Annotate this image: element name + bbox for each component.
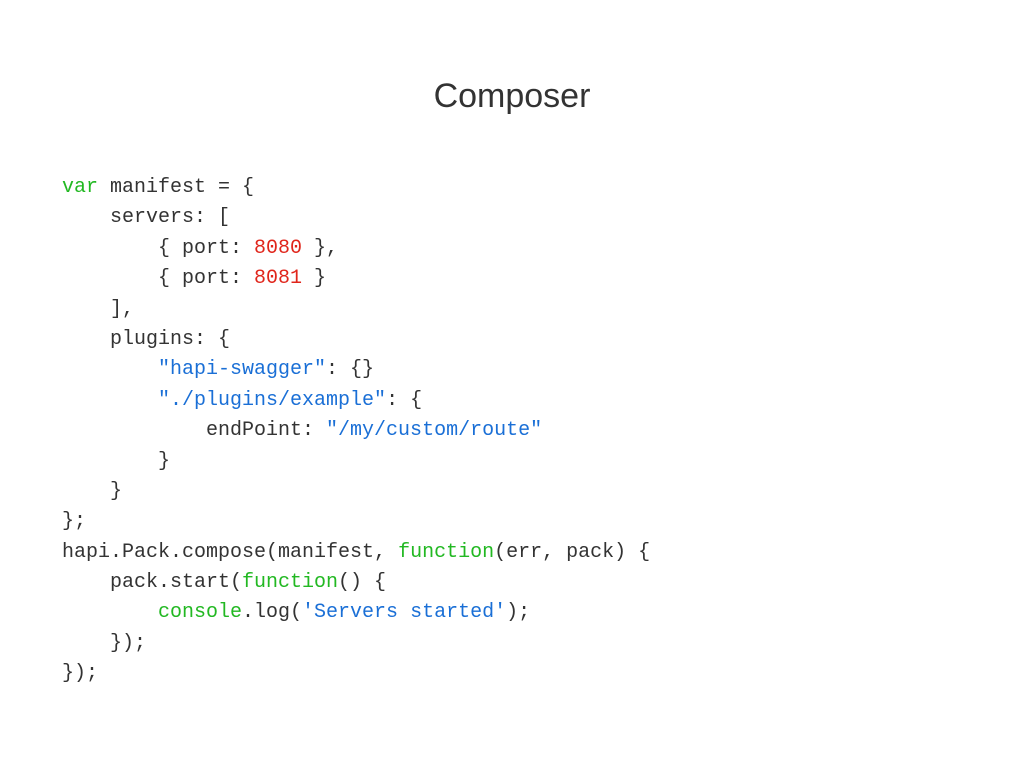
code-line: } bbox=[62, 477, 650, 507]
code-token-plain: }); bbox=[62, 662, 99, 686]
code-line: }); bbox=[62, 659, 650, 689]
code-token-string: "/my/custom/route" bbox=[326, 419, 543, 443]
code-token-plain: ], bbox=[62, 297, 135, 321]
code-token-number: 8081 bbox=[254, 267, 303, 291]
code-block: var manifest = { servers: [ { port: 8080… bbox=[62, 173, 650, 690]
code-token-keyword: console bbox=[158, 601, 243, 625]
code-token-plain: }); bbox=[62, 631, 147, 655]
code-line: endPoint: "/my/custom/route" bbox=[62, 416, 650, 446]
code-token-number: 8080 bbox=[254, 236, 303, 260]
code-token-string: 'Servers started' bbox=[302, 601, 507, 625]
code-token-plain: servers: [ bbox=[62, 206, 231, 230]
code-line: } bbox=[62, 447, 650, 477]
code-line: var manifest = { bbox=[62, 173, 650, 203]
code-token-plain: }; bbox=[62, 510, 87, 534]
code-token-plain: hapi.Pack.compose(manifest, bbox=[62, 540, 399, 564]
code-token-plain: }, bbox=[302, 236, 339, 260]
code-line: }); bbox=[62, 629, 650, 659]
slide-title: Composer bbox=[433, 77, 591, 115]
code-token-plain bbox=[62, 358, 158, 381]
code-line: { port: 8080 }, bbox=[62, 234, 650, 264]
code-line: hapi.Pack.compose(manifest, function(err… bbox=[62, 538, 650, 568]
code-token-plain: manifest = { bbox=[98, 176, 255, 199]
code-line: console.log('Servers started'); bbox=[62, 598, 650, 628]
code-token-plain: pack.start( bbox=[62, 571, 243, 595]
code-token-plain: } bbox=[302, 267, 327, 291]
code-token-plain: } bbox=[62, 449, 171, 473]
code-token-string: "./plugins/example" bbox=[158, 388, 387, 412]
code-token-plain: : {} bbox=[326, 358, 375, 382]
code-token-plain bbox=[62, 601, 158, 624]
code-token-keyword: function bbox=[398, 540, 495, 564]
code-token-plain: () { bbox=[338, 571, 387, 595]
code-token-plain: .log( bbox=[242, 601, 303, 625]
code-line: pack.start(function() { bbox=[62, 568, 650, 598]
code-token-plain bbox=[62, 389, 158, 412]
code-line: }; bbox=[62, 507, 650, 537]
code-line: "./plugins/example": { bbox=[62, 386, 650, 416]
code-token-plain: (err, pack) { bbox=[494, 540, 651, 564]
code-token-plain: plugins: { bbox=[62, 327, 231, 351]
code-line: plugins: { bbox=[62, 325, 650, 355]
code-token-string: "hapi-swagger" bbox=[158, 358, 327, 382]
code-token-keyword: var bbox=[62, 176, 99, 199]
code-token-plain: { port: bbox=[62, 236, 255, 260]
code-line: servers: [ bbox=[62, 203, 650, 233]
code-token-plain: endPoint: bbox=[62, 419, 327, 443]
code-token-keyword: function bbox=[242, 571, 339, 595]
code-token-plain: : { bbox=[386, 388, 423, 412]
code-token-plain: ); bbox=[506, 601, 531, 625]
code-line: { port: 8081 } bbox=[62, 264, 650, 294]
code-token-plain: { port: bbox=[62, 267, 255, 291]
code-line: ], bbox=[62, 295, 650, 325]
code-token-plain: } bbox=[62, 479, 123, 503]
code-line: "hapi-swagger": {} bbox=[62, 355, 650, 385]
